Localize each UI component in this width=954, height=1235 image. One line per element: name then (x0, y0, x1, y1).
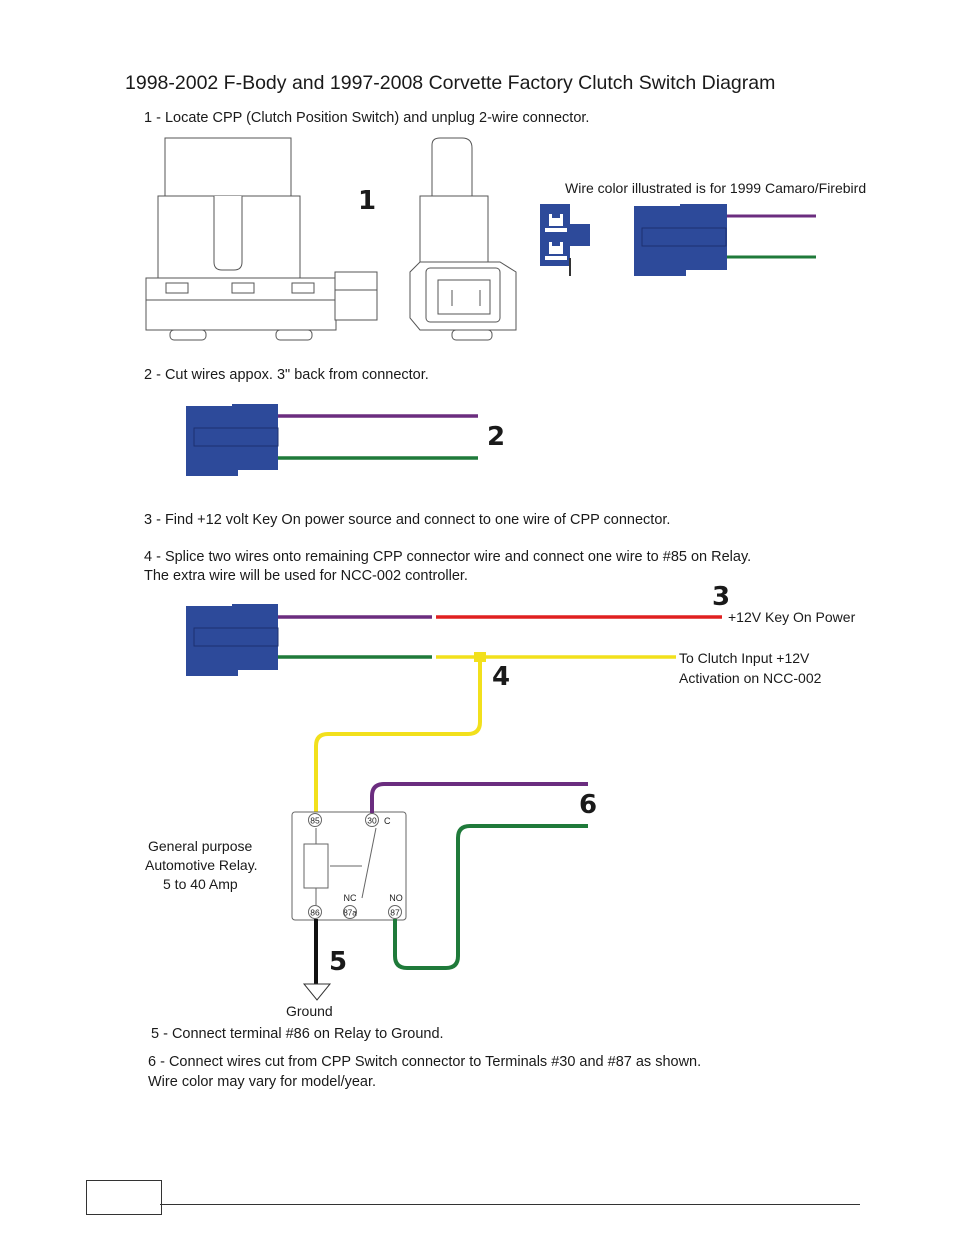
green-wire-to-87 (393, 824, 588, 970)
callout-4: 4 (492, 662, 511, 692)
connector-cut-wires (186, 404, 478, 476)
step-6-note: Wire color may vary for model/year. (148, 1074, 377, 1090)
ncc-activation-label: Activation on NCC-002 (679, 670, 822, 686)
connector-spliced (186, 604, 722, 814)
footer-rule (160, 1204, 860, 1205)
purple-wire-to-30 (370, 782, 588, 813)
page-title: 1998-2002 F-Body and 1997-2008 Corvette … (125, 72, 776, 94)
callout-3: 3 (712, 582, 731, 612)
terminal-no-label: NO (389, 893, 403, 903)
step-4-note: The extra wire will be used for NCC-002 … (144, 568, 468, 584)
step-2-text: 2 - Cut wires appox. 3" back from connec… (144, 367, 429, 383)
relay: 85 30 C NC NO 86 87a 87 (291, 811, 407, 921)
callout-6: 6 (579, 790, 598, 820)
cpp-switch-front (145, 137, 378, 341)
clutch-input-label: To Clutch Input +12V (679, 650, 810, 666)
relay-label-2: Automotive Relay. (145, 857, 258, 873)
callout-1: 1 (358, 186, 377, 216)
terminal-c-label: C (384, 816, 391, 826)
step-1-text: 1 - Locate CPP (Clutch Position Switch) … (144, 110, 590, 126)
step-6-text: 6 - Connect wires cut from CPP Switch co… (148, 1054, 702, 1070)
connector-face-view (540, 204, 590, 276)
callout-5: 5 (329, 947, 348, 977)
ground-label: Ground (286, 1003, 333, 1019)
step-5-text: 5 - Connect terminal #86 on Relay to Gro… (151, 1026, 444, 1042)
connector-side-view-1 (634, 204, 816, 276)
terminal-85-label: 85 (310, 816, 320, 826)
terminal-87a-label: 87a (343, 909, 357, 918)
wire-color-note: Wire color illustrated is for 1999 Camar… (565, 180, 867, 196)
terminal-30-label: 30 (367, 816, 377, 826)
terminal-87-label: 87 (390, 908, 400, 918)
step-4-text: 4 - Splice two wires onto remaining CPP … (144, 549, 752, 565)
page-number-box (86, 1180, 162, 1215)
yellow-wire-to-85 (314, 657, 482, 814)
step-3-text: 3 - Find +12 volt Key On power source an… (144, 512, 671, 528)
cpp-switch-side (409, 137, 517, 341)
relay-label-1: General purpose (148, 838, 253, 854)
callout-2: 2 (487, 422, 506, 452)
key-on-power-label: +12V Key On Power (728, 609, 856, 625)
relay-label-3: 5 to 40 Amp (163, 876, 238, 892)
terminal-nc-label: NC (344, 893, 357, 903)
ground-icon (302, 983, 332, 1001)
terminal-86-label: 86 (310, 908, 320, 918)
